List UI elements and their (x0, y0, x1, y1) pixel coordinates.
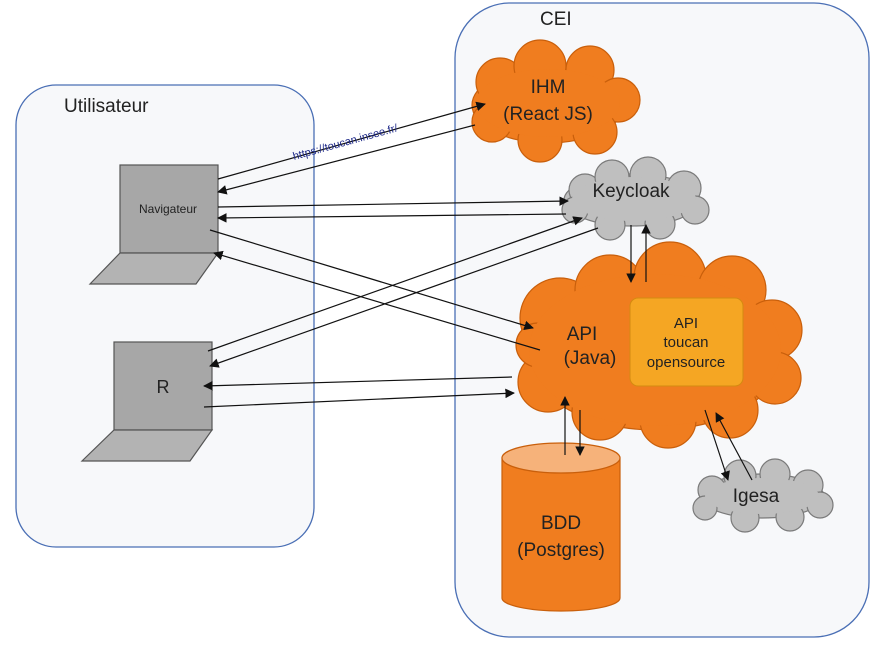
edge-keycloak-to-navigateur (217, 213, 567, 223)
bdd-subtitle: (Postgres) (517, 540, 605, 561)
igesa-cloud[interactable]: Igesa (692, 458, 834, 533)
keycloak-label: Keycloak (592, 181, 670, 202)
edge-api-to-r (203, 376, 513, 391)
navigateur-label: Navigateur (139, 202, 197, 216)
keycloak-cloud[interactable]: Keycloak (561, 156, 710, 241)
edge-r-to-keycloak (207, 216, 583, 352)
user-zone: Utilisateur (15, 84, 315, 548)
navigateur-laptop[interactable]: Navigateur (88, 164, 220, 285)
edge-r-to-api (203, 388, 515, 408)
toucan-api-box[interactable]: API toucan opensource (629, 297, 744, 387)
ihm-title: IHM (531, 77, 566, 98)
api-subtitle: (Java) (564, 348, 617, 369)
r-label: R (157, 377, 170, 397)
ihm-subtitle: (React JS) (503, 104, 593, 125)
toucan-line3: opensource (647, 354, 725, 371)
bdd-title: BDD (541, 513, 581, 534)
ihm-cloud[interactable]: IHM (React JS) (471, 39, 641, 163)
igesa-label: Igesa (733, 486, 780, 507)
r-laptop[interactable]: R (80, 341, 214, 462)
user-zone-label: Utilisateur (64, 96, 149, 117)
edge-api-to-igesa (704, 409, 730, 481)
edge-navigateur-to-ihm (217, 101, 486, 180)
bdd-database[interactable]: BDD (Postgres) (501, 442, 621, 612)
api-cloud[interactable]: API (Java) API toucan opensource (515, 241, 803, 449)
api-title: API (567, 324, 598, 345)
toucan-line1: API (674, 315, 698, 332)
edge-ihm-to-navigateur (217, 124, 476, 195)
edges (203, 101, 753, 481)
cei-zone-label: CEI (540, 9, 572, 30)
toucan-line2: toucan (663, 334, 708, 351)
edge-navigateur-to-api (209, 229, 534, 331)
edge-api-to-navigateur (213, 250, 541, 351)
edge-navigateur-to-keycloak (217, 196, 569, 208)
edge-igesa-to-api (715, 412, 753, 481)
edge-keycloak-to-r (209, 227, 599, 368)
